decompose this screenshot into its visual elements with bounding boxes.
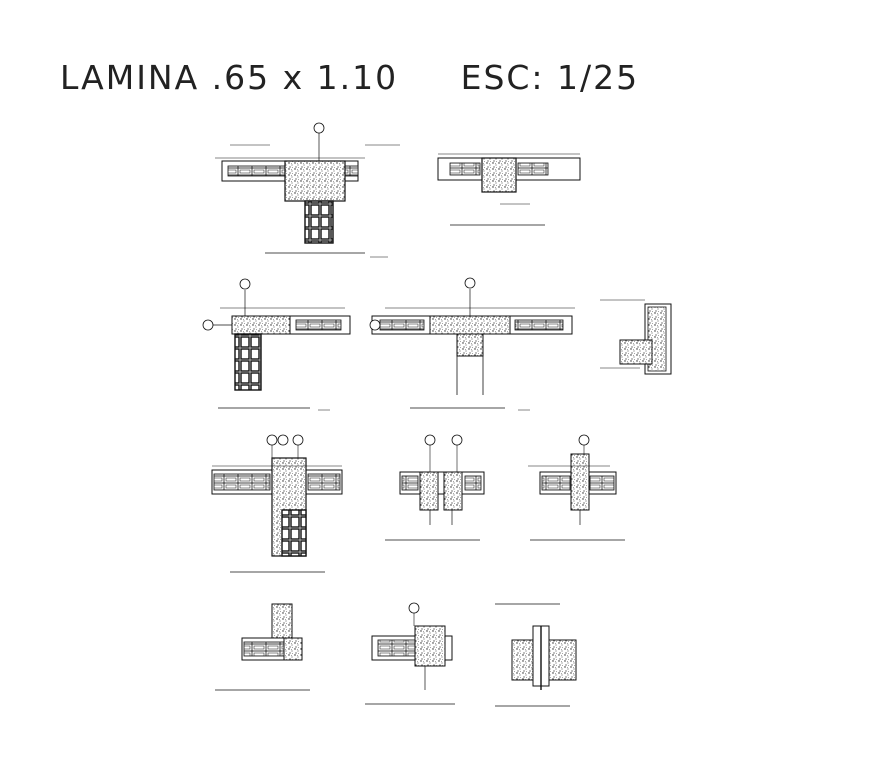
detail-parapet-2: [365, 602, 455, 705]
detail-slab-section-1: [437, 153, 581, 226]
sheet-title: LAMINA .65 x 1.10 ESC: 1/25: [60, 58, 640, 97]
detail-column-slab-2: [385, 434, 485, 541]
detail-column-slab-1: [211, 434, 343, 573]
detail-wall-footing: [600, 299, 672, 375]
detail-beam-column-1: [215, 122, 400, 258]
detail-beam-column-2: [202, 278, 351, 411]
detail-footing-anchor: [495, 603, 577, 707]
detail-column-slab-3: [528, 434, 625, 541]
detail-beam-column-3: [369, 277, 575, 411]
detail-parapet-1: [215, 603, 310, 691]
